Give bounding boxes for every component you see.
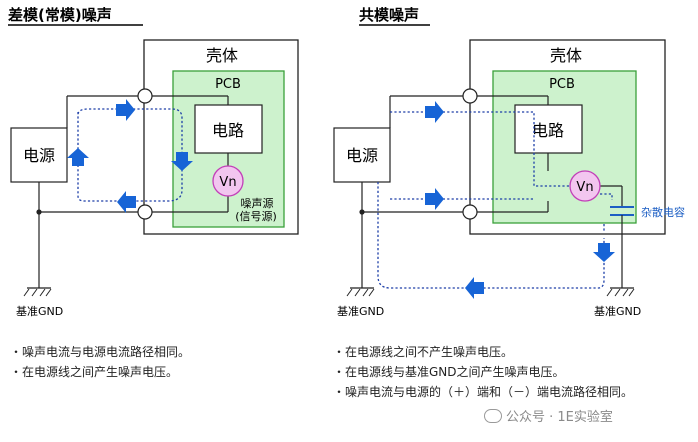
left-power-source-label: 电源: [23, 146, 55, 165]
right-gnd-label-right: 基准GND: [594, 305, 641, 318]
left-note-2: ・在电源线之间产生噪声电压。: [10, 365, 179, 379]
right-vn-source: [569, 170, 601, 202]
right-arrow-upper: [425, 101, 444, 123]
left-circuit-box: [194, 104, 263, 154]
right-gnd-hatch: [362, 288, 369, 297]
wechat-icon: [484, 409, 502, 423]
left-circuit-label: 电路: [212, 121, 244, 140]
right-gnd-hatch: [346, 288, 353, 297]
left-gnd-hatch: [45, 288, 52, 297]
left-gnd-hatch: [39, 288, 46, 297]
right-note-2: ・在电源线与基准GND之间产生噪声电压。: [333, 365, 565, 379]
right-note-3: ・噪声电流与电源的（＋）端和（－）端电流路径相同。: [333, 385, 634, 399]
left-title: 差模(常模)噪声: [8, 6, 112, 24]
right-arrow-down: [593, 243, 615, 262]
right-junction-dot: [359, 209, 365, 215]
left-note-1: ・噪声电流与电源电流路径相同。: [10, 345, 191, 359]
watermark-text: 公众号 · 1E实验室: [506, 410, 613, 425]
right-power-source-label: 电源: [346, 146, 378, 165]
right-gnd-hatch: [628, 288, 635, 297]
right-terminal-bottom: [462, 204, 478, 220]
left-pcb-label: PCB: [215, 77, 241, 92]
left-noise-source-label: 噪声源: [241, 196, 274, 210]
left-gnd-hatch: [23, 288, 30, 297]
watermark: 公众号 · 1E实验室: [484, 406, 613, 425]
right-title: 共模噪声: [359, 6, 419, 24]
right-pcb-label: PCB: [549, 77, 575, 92]
right-gnd-hatch: [614, 288, 621, 297]
right-terminal-top: [462, 88, 478, 104]
right-gnd-hatch: [622, 288, 629, 297]
right-arrow-left: [465, 277, 484, 299]
right-power-source-box: [333, 127, 391, 183]
right-shell-label: 壳体: [550, 46, 582, 65]
right-gnd-hatch: [606, 288, 613, 297]
right-upper-path: [390, 111, 570, 187]
right-note-1: ・在电源线之间不产生噪声电压。: [333, 345, 514, 359]
left-arrow-left: [117, 191, 136, 213]
right-gnd-hatch: [368, 288, 375, 297]
left-arrow-up: [67, 148, 89, 166]
left-vn-source: [212, 165, 244, 197]
common-mode-panel: 共模噪声 壳体 PCB 电路 电源 杂散电容: [333, 6, 685, 318]
left-gnd-hatch: [31, 288, 38, 297]
right-circuit-box: [514, 104, 583, 154]
left-noise-source-sublabel: (信号源): [235, 209, 277, 223]
left-arrow-right: [116, 99, 135, 121]
left-gnd-label: 基准GND: [16, 305, 63, 318]
left-terminal-bottom: [137, 204, 153, 220]
right-gnd-label-left: 基准GND: [337, 305, 384, 318]
left-arrow-down: [171, 152, 193, 171]
right-gnd-hatch: [354, 288, 361, 297]
differential-mode-panel: 差模(常模)噪声 壳体 PCB 电路 电源 Vn 噪声源 (信号源): [8, 6, 299, 318]
right-circuit-label: 电路: [532, 121, 564, 140]
left-shell-label: 壳体: [206, 46, 238, 65]
left-vn-label: Vn: [219, 175, 236, 190]
right-arrow-lower: [425, 188, 444, 210]
stray-capacitor-label: 杂散电容: [641, 205, 685, 219]
left-junction-dot: [36, 209, 42, 215]
left-terminal-top: [137, 88, 153, 104]
right-return-path: [377, 182, 605, 289]
left-noise-current-loop: [77, 108, 183, 202]
right-vn-label: Vn: [576, 180, 593, 195]
